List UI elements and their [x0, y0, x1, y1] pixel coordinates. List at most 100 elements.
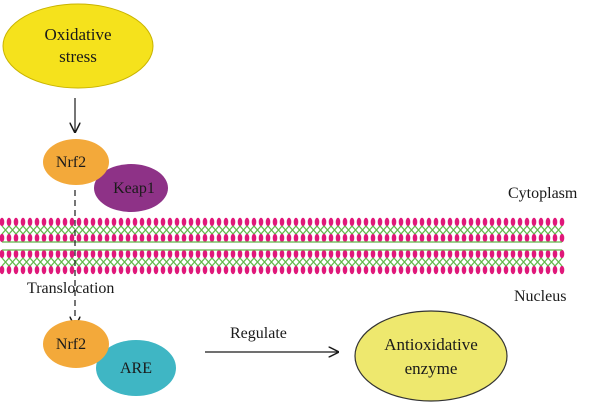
lipid-head [188, 265, 194, 275]
lipid-head [237, 265, 243, 275]
lipid-head [524, 249, 530, 259]
lipid-tail [57, 257, 66, 267]
lipid-tail [463, 225, 472, 235]
lipid-head [62, 233, 68, 243]
lipid-head [461, 217, 467, 227]
lipid-head [559, 249, 565, 259]
lipid-tail [442, 225, 451, 235]
lipid-head [230, 217, 236, 227]
lipid-head [125, 217, 131, 227]
lipid-head [475, 265, 481, 275]
lipid-tail [232, 225, 241, 235]
lipid-head [454, 217, 460, 227]
lipid-head [181, 217, 187, 227]
lipid-head [62, 217, 68, 227]
lipid-head [34, 265, 40, 275]
oxidative-stress-label-line1: Oxidative [44, 25, 111, 44]
lipid-head [55, 217, 61, 227]
lipid-tail [484, 225, 493, 235]
lipid-head [195, 233, 201, 243]
lipid-head [538, 249, 544, 259]
lipid-tail [22, 225, 31, 235]
lipid-head [202, 249, 208, 259]
lipid-tail [421, 257, 430, 267]
lipid-head [342, 233, 348, 243]
lipid-tail [1, 225, 10, 235]
lipid-tail [456, 257, 465, 267]
lipid-tail [22, 257, 31, 267]
lipid-tail [330, 257, 339, 267]
lipid-head [41, 233, 47, 243]
lipid-tail [141, 225, 150, 235]
lipid-tail [204, 257, 213, 267]
lipid-tail [505, 257, 514, 267]
lipid-tail [78, 257, 87, 267]
keap1-label: Keap1 [113, 180, 155, 197]
lipid-tail [393, 257, 402, 267]
lipid-head [363, 233, 369, 243]
lipid-head [426, 265, 432, 275]
lipid-tail [330, 225, 339, 235]
lipid-head [97, 233, 103, 243]
lipid-head [27, 217, 33, 227]
lipid-head [433, 249, 439, 259]
lipid-head [83, 233, 89, 243]
lipid-tail [337, 225, 346, 235]
lipid-tail [29, 257, 38, 267]
lipid-head [104, 233, 110, 243]
lipid-head [314, 217, 320, 227]
lipid-head [468, 265, 474, 275]
lipid-tail [106, 225, 115, 235]
lipid-tail [386, 225, 395, 235]
lipid-tail [295, 225, 304, 235]
lipid-tail [435, 225, 444, 235]
lipid-head [69, 265, 75, 275]
lipid-head [230, 265, 236, 275]
lipid-tail [540, 225, 549, 235]
lipid-head [244, 233, 250, 243]
lipid-head [489, 217, 495, 227]
lipid-head [111, 217, 117, 227]
lipid-head [370, 265, 376, 275]
lipid-head [6, 249, 12, 259]
lipid-tail [64, 225, 73, 235]
lipid-tail [281, 257, 290, 267]
lipid-head [349, 217, 355, 227]
lipid-head [104, 249, 110, 259]
lipid-tail [246, 225, 255, 235]
lipid-tail [358, 257, 367, 267]
lipid-tail [484, 257, 493, 267]
oxidative-stress-ellipse [2, 3, 154, 89]
lipid-head [104, 217, 110, 227]
lipid-head [55, 265, 61, 275]
lipid-head [503, 265, 509, 275]
lipid-tail [421, 225, 430, 235]
lipid-head [412, 265, 418, 275]
lipid-head [90, 217, 96, 227]
lipid-head [468, 233, 474, 243]
lipid-head [62, 265, 68, 275]
lipid-head [300, 265, 306, 275]
lipid-head [412, 249, 418, 259]
lipid-head [440, 249, 446, 259]
lipid-head [496, 265, 502, 275]
lipid-head [0, 233, 5, 243]
lipid-tail [379, 225, 388, 235]
lipid-head [496, 217, 502, 227]
lipid-head [314, 265, 320, 275]
lipid-head [447, 265, 453, 275]
lipid-head [34, 249, 40, 259]
lipid-head [384, 249, 390, 259]
lipid-tail [512, 257, 521, 267]
lipid-tail [99, 257, 108, 267]
lipid-head [384, 233, 390, 243]
lipid-head [342, 249, 348, 259]
lipid-head [461, 265, 467, 275]
lipid-tail [148, 257, 157, 267]
lipid-tail [302, 257, 311, 267]
lipid-head [349, 249, 355, 259]
lipid-head [48, 217, 54, 227]
lipid-head [111, 233, 117, 243]
lipid-tail [540, 257, 549, 267]
lipid-tail [547, 225, 556, 235]
